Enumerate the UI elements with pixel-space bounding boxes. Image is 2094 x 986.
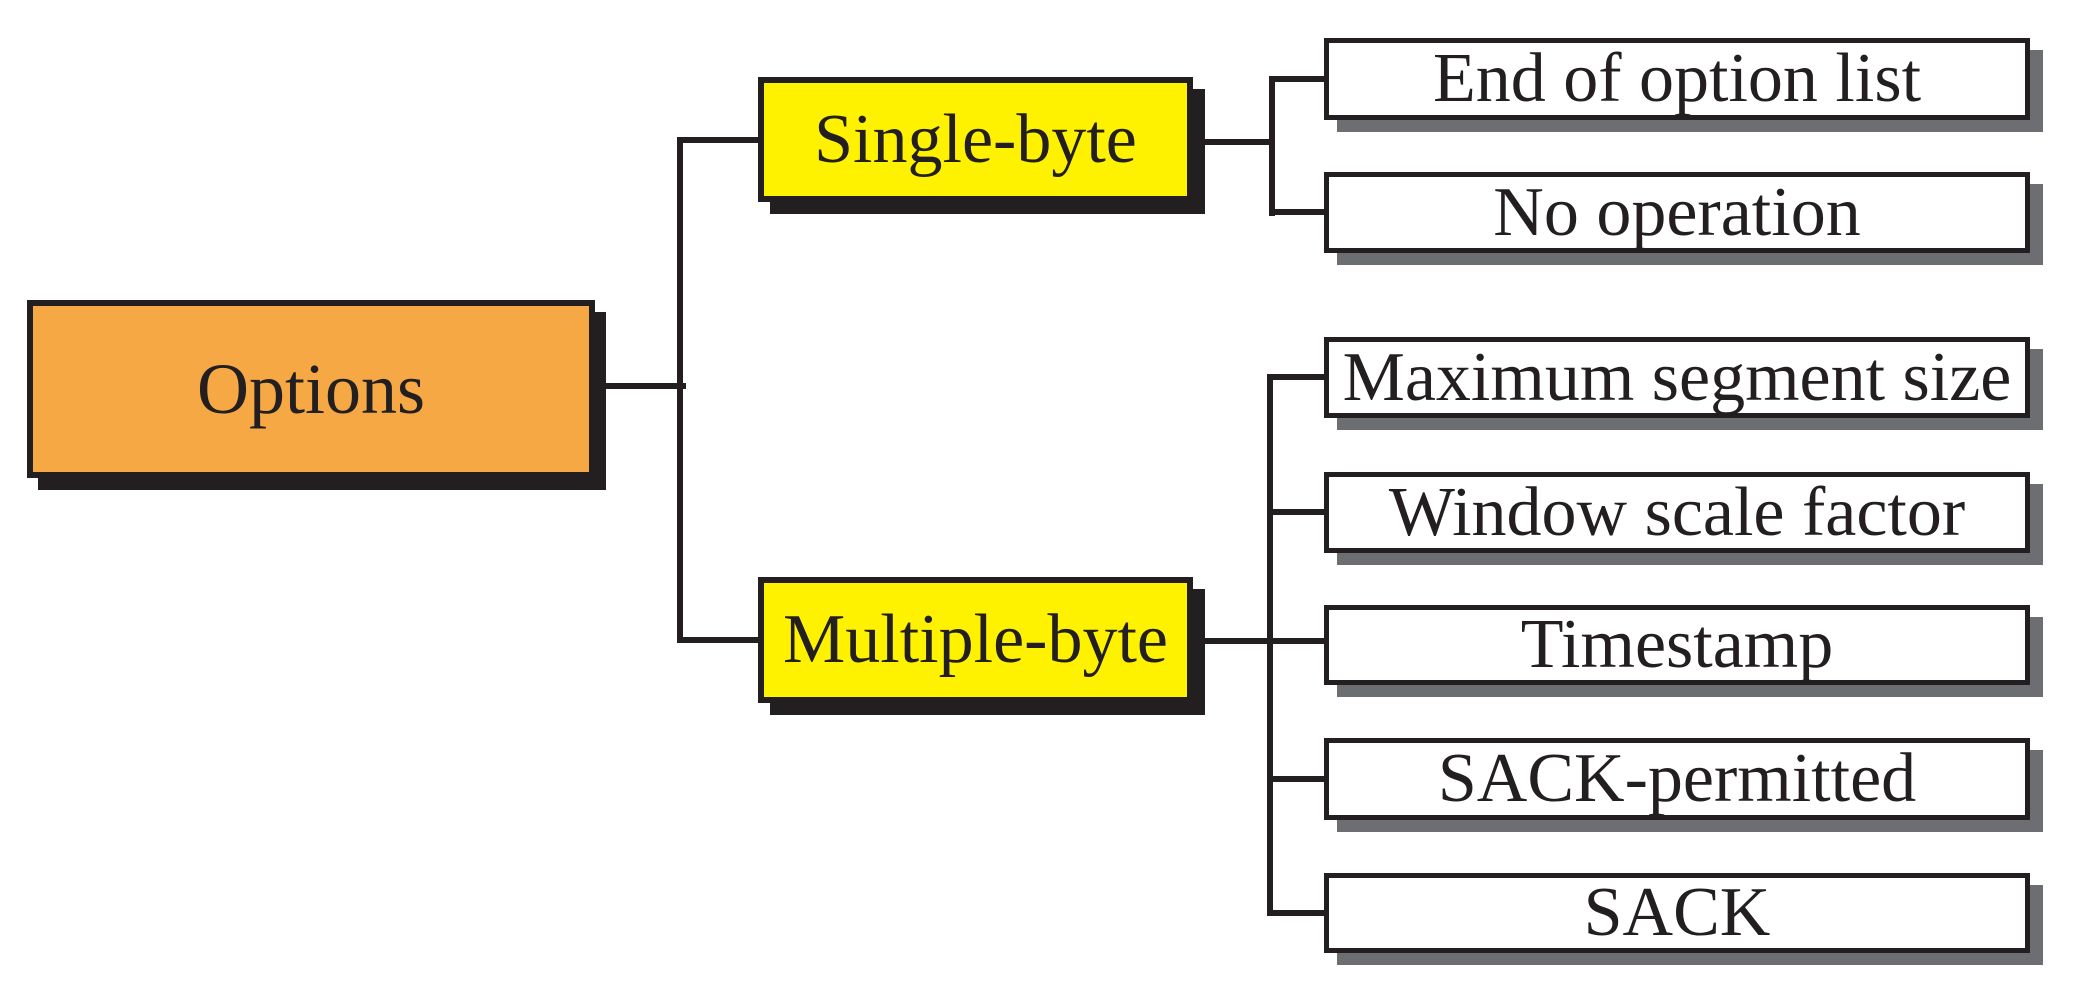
node-end-of-option-list: End of option list	[1324, 38, 2030, 120]
node-no-operation-label: No operation	[1493, 173, 1861, 251]
node-options-label: Options	[196, 349, 426, 429]
connector-trunk-vertical	[677, 137, 683, 643]
node-sack-label: SACK	[1583, 874, 1771, 951]
node-single-byte: Single-byte	[758, 77, 1193, 202]
connector-single-branch-vertical	[1269, 76, 1275, 216]
node-single-byte-label: Single-byte	[814, 100, 1137, 178]
connector-to-sack	[1273, 910, 1324, 916]
connector-to-no-operation	[1275, 209, 1324, 215]
connector-multiple-branch-vertical	[1267, 374, 1273, 916]
node-window-scale-factor-label: Window scale factor	[1388, 473, 1966, 551]
connector-options-to-trunk	[589, 383, 686, 389]
connector-trunk-to-single-byte	[683, 137, 758, 143]
node-timestamp: Timestamp	[1324, 605, 2030, 685]
node-sack-permitted: SACK-permitted	[1324, 738, 2030, 820]
node-multiple-byte-label: Multiple-byte	[783, 601, 1168, 678]
node-window-scale-factor: Window scale factor	[1324, 472, 2030, 553]
connector-to-end-of-option-list	[1275, 76, 1324, 82]
connector-single-byte-to-branch	[1193, 139, 1275, 145]
node-sack: SACK	[1324, 873, 2030, 953]
connector-to-maximum-segment-size	[1273, 374, 1324, 380]
node-maximum-segment-size-label: Maximum segment size	[1342, 338, 2012, 416]
node-timestamp-label: Timestamp	[1520, 606, 1834, 683]
connector-multiple-byte-to-timestamp	[1193, 638, 1324, 644]
connector-to-sack-permitted	[1273, 776, 1324, 782]
node-no-operation: No operation	[1324, 172, 2030, 253]
connector-to-window-scale-factor	[1273, 509, 1324, 515]
node-multiple-byte: Multiple-byte	[758, 577, 1193, 703]
connector-trunk-to-multiple-byte	[683, 637, 758, 643]
node-sack-permitted-label: SACK-permitted	[1437, 740, 1917, 817]
node-end-of-option-list-label: End of option list	[1432, 40, 1922, 117]
node-options: Options	[27, 300, 595, 478]
node-maximum-segment-size: Maximum segment size	[1324, 337, 2030, 418]
